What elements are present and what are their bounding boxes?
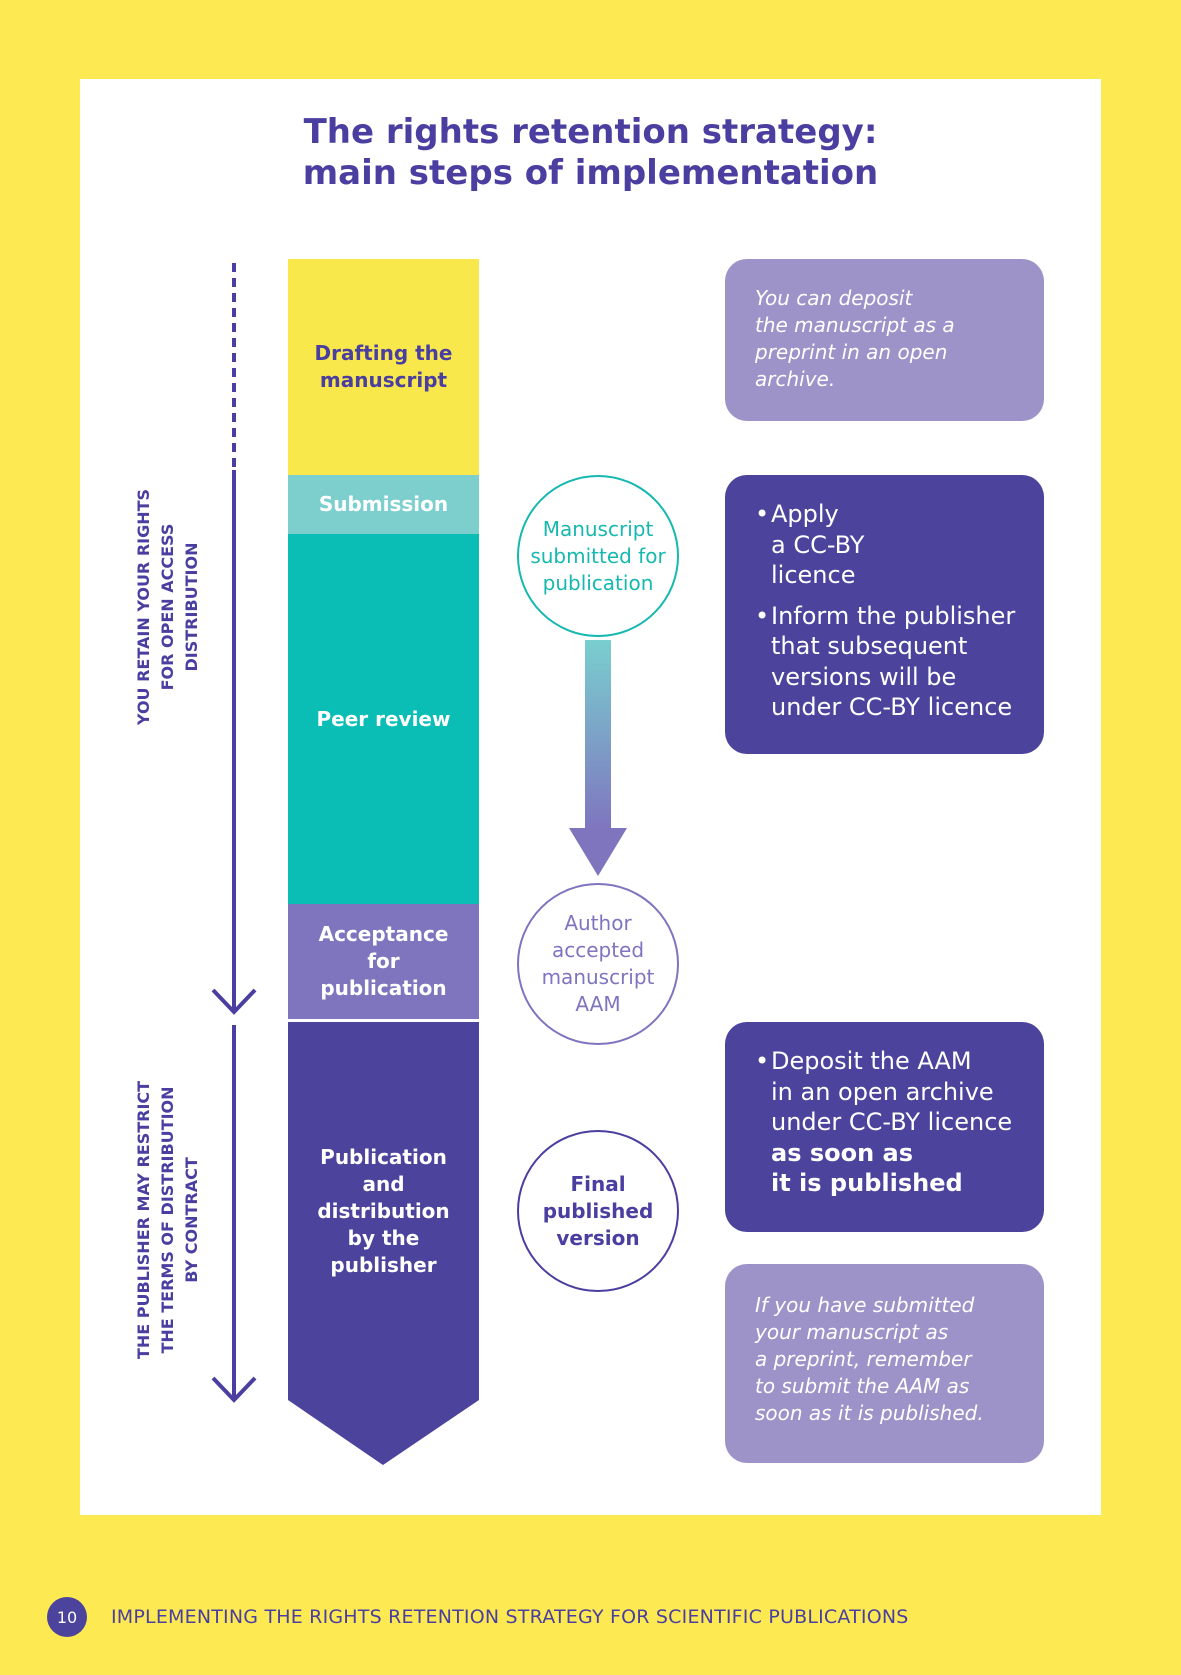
- diagram-title: The rights retention strategy: main step…: [80, 112, 1101, 194]
- circle-label-line: publication: [542, 570, 654, 595]
- note-line: Apply: [771, 500, 839, 528]
- circle-label-line: submitted for: [530, 543, 666, 568]
- timeline-lower-arrowhead: [211, 1376, 257, 1403]
- note-line: your manuscript as: [755, 1320, 949, 1344]
- connector-arrowhead: [569, 828, 627, 876]
- note-bullet: • Deposit the AAM in an open archive und…: [755, 1046, 1024, 1199]
- note-line: a CC-BY: [771, 530, 865, 559]
- note-line: under CC-BY licence: [771, 1108, 1013, 1136]
- timeline-upper-arrowhead: [211, 988, 257, 1015]
- title-line-1: The rights retention strategy:: [303, 112, 878, 152]
- step-acceptance: Acceptance for publication: [288, 904, 479, 1019]
- step-publication: Publication and distribution by the publ…: [288, 1022, 479, 1400]
- note-reminder: If you have submitted your manuscript as…: [725, 1264, 1044, 1463]
- side-label-line: DISTRIBUTION: [182, 542, 201, 672]
- note-line: If you have submitted: [755, 1293, 975, 1317]
- circle-label-line: Final: [570, 1171, 626, 1196]
- step-label-line: publisher: [330, 1252, 437, 1277]
- note-line: to submit the AAM as: [755, 1374, 970, 1398]
- step-label-line: and: [362, 1171, 405, 1196]
- side-label-line: FOR OPEN ACCESS: [158, 523, 177, 691]
- step-label-line: Drafting the: [314, 341, 453, 365]
- note-line: archive.: [755, 367, 836, 391]
- connector-shaft: [585, 640, 611, 830]
- step-label-line: Peer review: [316, 706, 451, 731]
- circle-final-published-version: Final published version: [517, 1130, 679, 1292]
- note-line: Deposit the AAM: [771, 1047, 972, 1075]
- side-label-line: YOU RETAIN YOUR RIGHTS: [134, 488, 153, 726]
- note-line: in an open archive: [771, 1077, 994, 1106]
- note-line: that subsequent: [771, 632, 968, 660]
- title-line-2: main steps of implementation: [302, 153, 879, 193]
- step-label-line: distribution: [317, 1198, 450, 1223]
- step-label-line: for: [367, 949, 400, 973]
- side-label-publisher-restrict: THE PUBLISHER MAY RESTRICT THE TERMS OF …: [132, 1081, 204, 1359]
- step-label-line: manuscript: [319, 368, 448, 392]
- note-preprint: You can deposit the manuscript as a prep…: [725, 259, 1044, 421]
- note-line: licence: [771, 561, 856, 589]
- circle-label-line: Author: [564, 911, 632, 935]
- side-label-line: BY CONTRACT: [182, 1157, 201, 1283]
- circle-label-line: accepted: [551, 938, 645, 962]
- note-bullet: • Inform the publisher that subsequent v…: [755, 601, 1024, 723]
- bullet-dot: •: [755, 601, 770, 630]
- note-line-bold: it is published: [771, 1169, 963, 1197]
- column-chevron-tip: [288, 1400, 479, 1465]
- note-line: preprint in an open: [755, 340, 948, 364]
- circle-label-line: published: [542, 1198, 654, 1223]
- step-submission: Submission: [288, 475, 479, 534]
- bullet-dot: •: [755, 500, 770, 528]
- note-line: a preprint, remember: [755, 1347, 972, 1371]
- circle-label-line: AAM: [575, 992, 621, 1016]
- circle-label-line: manuscript: [541, 965, 655, 989]
- side-label-line: THE TERMS OF DISTRIBUTION: [158, 1086, 177, 1354]
- bullet-dot: •: [755, 1047, 770, 1075]
- note-line: Inform the publisher: [771, 601, 1016, 630]
- note-apply-licence: • Apply a CC-BY licence • Inform the pub…: [725, 475, 1044, 754]
- step-label-line: by the: [347, 1225, 420, 1250]
- step-drafting: Drafting the manuscript: [288, 259, 479, 475]
- circle-manuscript-submitted: Manuscript submitted for publication: [517, 475, 679, 637]
- step-peer-review: Peer review: [288, 534, 479, 904]
- step-label-line: publication: [320, 976, 447, 1000]
- note-line: the manuscript as a: [755, 313, 955, 337]
- note-line: under CC-BY licence: [771, 693, 1013, 721]
- note-deposit-aam: • Deposit the AAM in an open archive und…: [725, 1022, 1044, 1232]
- page-number-badge: 10: [47, 1597, 87, 1637]
- note-bullet: • Apply a CC-BY licence: [755, 499, 1024, 591]
- step-label-line: Acceptance: [318, 922, 449, 946]
- circle-author-accepted-manuscript: Author accepted manuscript AAM: [517, 883, 679, 1045]
- note-line: soon as it is published.: [755, 1401, 984, 1425]
- note-line: versions will be: [771, 662, 957, 691]
- note-line: You can deposit: [755, 286, 913, 310]
- footer-running-title: IMPLEMENTING THE RIGHTS RETENTION STRATE…: [111, 1606, 909, 1628]
- side-label-retain-rights: YOU RETAIN YOUR RIGHTS FOR OPEN ACCESS D…: [132, 489, 204, 725]
- note-line-bold: as soon as: [771, 1138, 914, 1167]
- circle-label-line: Manuscript: [542, 516, 654, 541]
- side-label-line: THE PUBLISHER MAY RESTRICT: [134, 1080, 153, 1360]
- step-label-line: Publication: [320, 1144, 447, 1169]
- step-label-line: Submission: [318, 492, 449, 516]
- circle-label-line: version: [556, 1225, 640, 1250]
